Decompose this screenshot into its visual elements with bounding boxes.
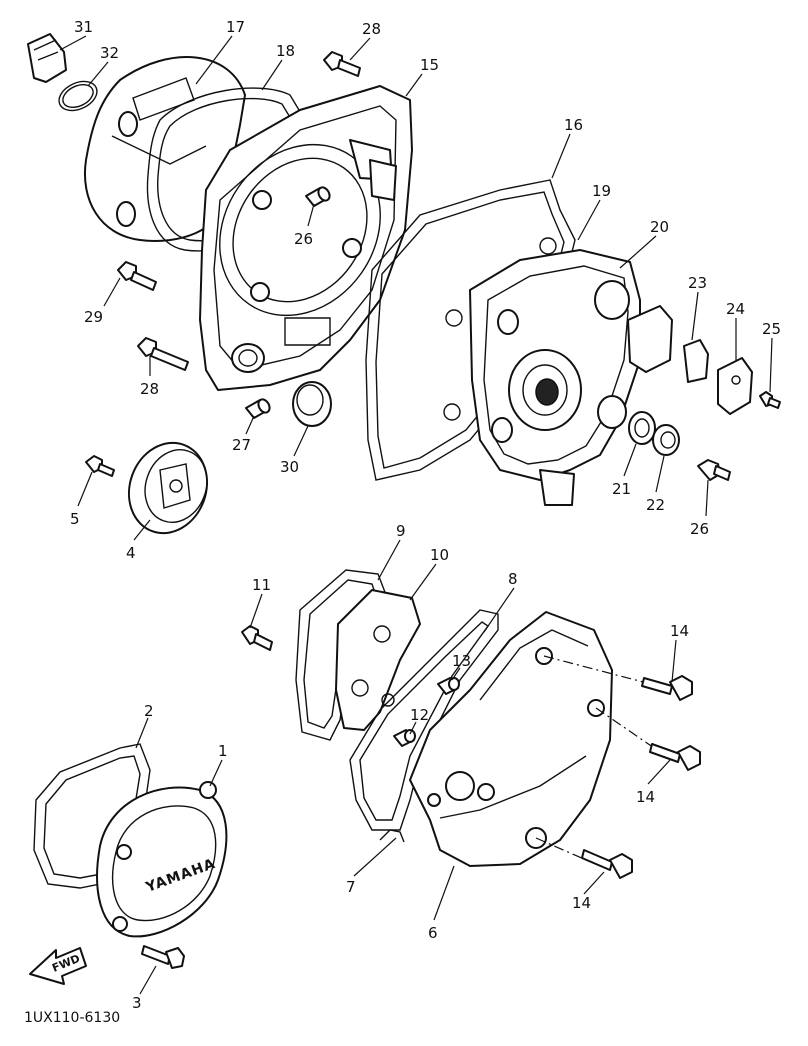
callout-14-upper: 14 (670, 622, 689, 640)
callout-19: 18 (276, 42, 295, 60)
part-gasket-7 (379, 829, 405, 843)
callout-5: 5 (70, 510, 80, 528)
callout-labels: 31 32 17 18 28 15 16 19 20 23 24 25 26 2… (24, 18, 781, 1026)
callout-18: 17 (226, 18, 245, 36)
callout-7: 7 (346, 878, 356, 896)
callout-4: 4 (126, 544, 136, 562)
centerline-14-lower (535, 837, 601, 867)
callout-28-lower: 27 (232, 436, 251, 454)
part-washer-23 (652, 424, 680, 456)
callout-21: 20 (650, 218, 669, 236)
callout-11: 11 (252, 576, 271, 594)
part-dowel-pin-lower (245, 398, 271, 419)
callout-3: 3 (132, 994, 142, 1012)
part-plug (292, 381, 332, 427)
part-bolt-11 (241, 625, 273, 651)
part-crankcase-cover (199, 85, 413, 391)
callout-25: 24 (726, 300, 745, 318)
callout-34: 32 (100, 44, 119, 62)
callout-17: 16 (564, 116, 583, 134)
part-sensor-24 (627, 305, 709, 383)
part-bolt-31 (117, 261, 157, 291)
callout-22: 21 (612, 480, 631, 498)
callout-32: 30 (280, 458, 299, 476)
callout-14-lower: 14 (572, 894, 591, 912)
part-inner-cover (469, 249, 641, 506)
part-dowel-pin-upper (305, 186, 331, 207)
part-bolt-3 (141, 945, 185, 969)
callout-28-upper: 26 (294, 230, 313, 248)
callout-13: 13 (452, 652, 471, 670)
callout-10: 10 (430, 546, 449, 564)
callout-26: 25 (762, 320, 781, 338)
callout-9: 9 (396, 522, 406, 540)
part-generator-cover-1: YAMAHA (96, 781, 228, 938)
part-dowel-12 (393, 729, 416, 747)
part-washer-22 (628, 411, 656, 445)
callout-27: 26 (690, 520, 709, 538)
part-bolt-30 (137, 337, 189, 371)
callout-30: 28 (140, 380, 159, 398)
part-gasket-8 (349, 609, 499, 831)
part-dowel-13 (437, 677, 460, 695)
part-side-cover-6 (409, 611, 613, 867)
callout-33: 31 (74, 18, 93, 36)
part-o-ring (58, 80, 98, 112)
part-rotor-4 (127, 441, 209, 535)
part-bracket-25 (717, 357, 753, 415)
callout-23: 22 (646, 496, 665, 514)
fwd-arrow-icon: FWD (29, 947, 87, 985)
callout-1: 1 (218, 742, 228, 760)
part-oil-filler-cap (27, 33, 67, 83)
callout-12: 12 (410, 706, 429, 724)
figure-code: 1UX110-6130 (24, 1010, 120, 1026)
callout-31: 29 (84, 308, 103, 326)
part-bolt-14-lower (581, 849, 633, 879)
callout-8: 8 (508, 570, 518, 588)
part-bolt-15 (649, 743, 701, 771)
centerline-15 (595, 707, 661, 753)
callout-20: 19 (592, 182, 611, 200)
part-bolt-14-upper (641, 675, 693, 701)
callout-15: 14 (636, 788, 655, 806)
callout-2: 2 (144, 702, 154, 720)
callout-16: 15 (420, 56, 439, 74)
part-plate-10 (335, 589, 421, 731)
callout-24: 23 (688, 274, 707, 292)
part-screw-5 (85, 455, 115, 477)
leader-lines (59, 35, 773, 995)
callout-6: 6 (428, 924, 438, 942)
part-bolt-27 (697, 459, 731, 481)
callout-29: 28 (362, 20, 381, 38)
part-screw-26 (759, 391, 781, 409)
part-bolt-29 (323, 51, 361, 77)
